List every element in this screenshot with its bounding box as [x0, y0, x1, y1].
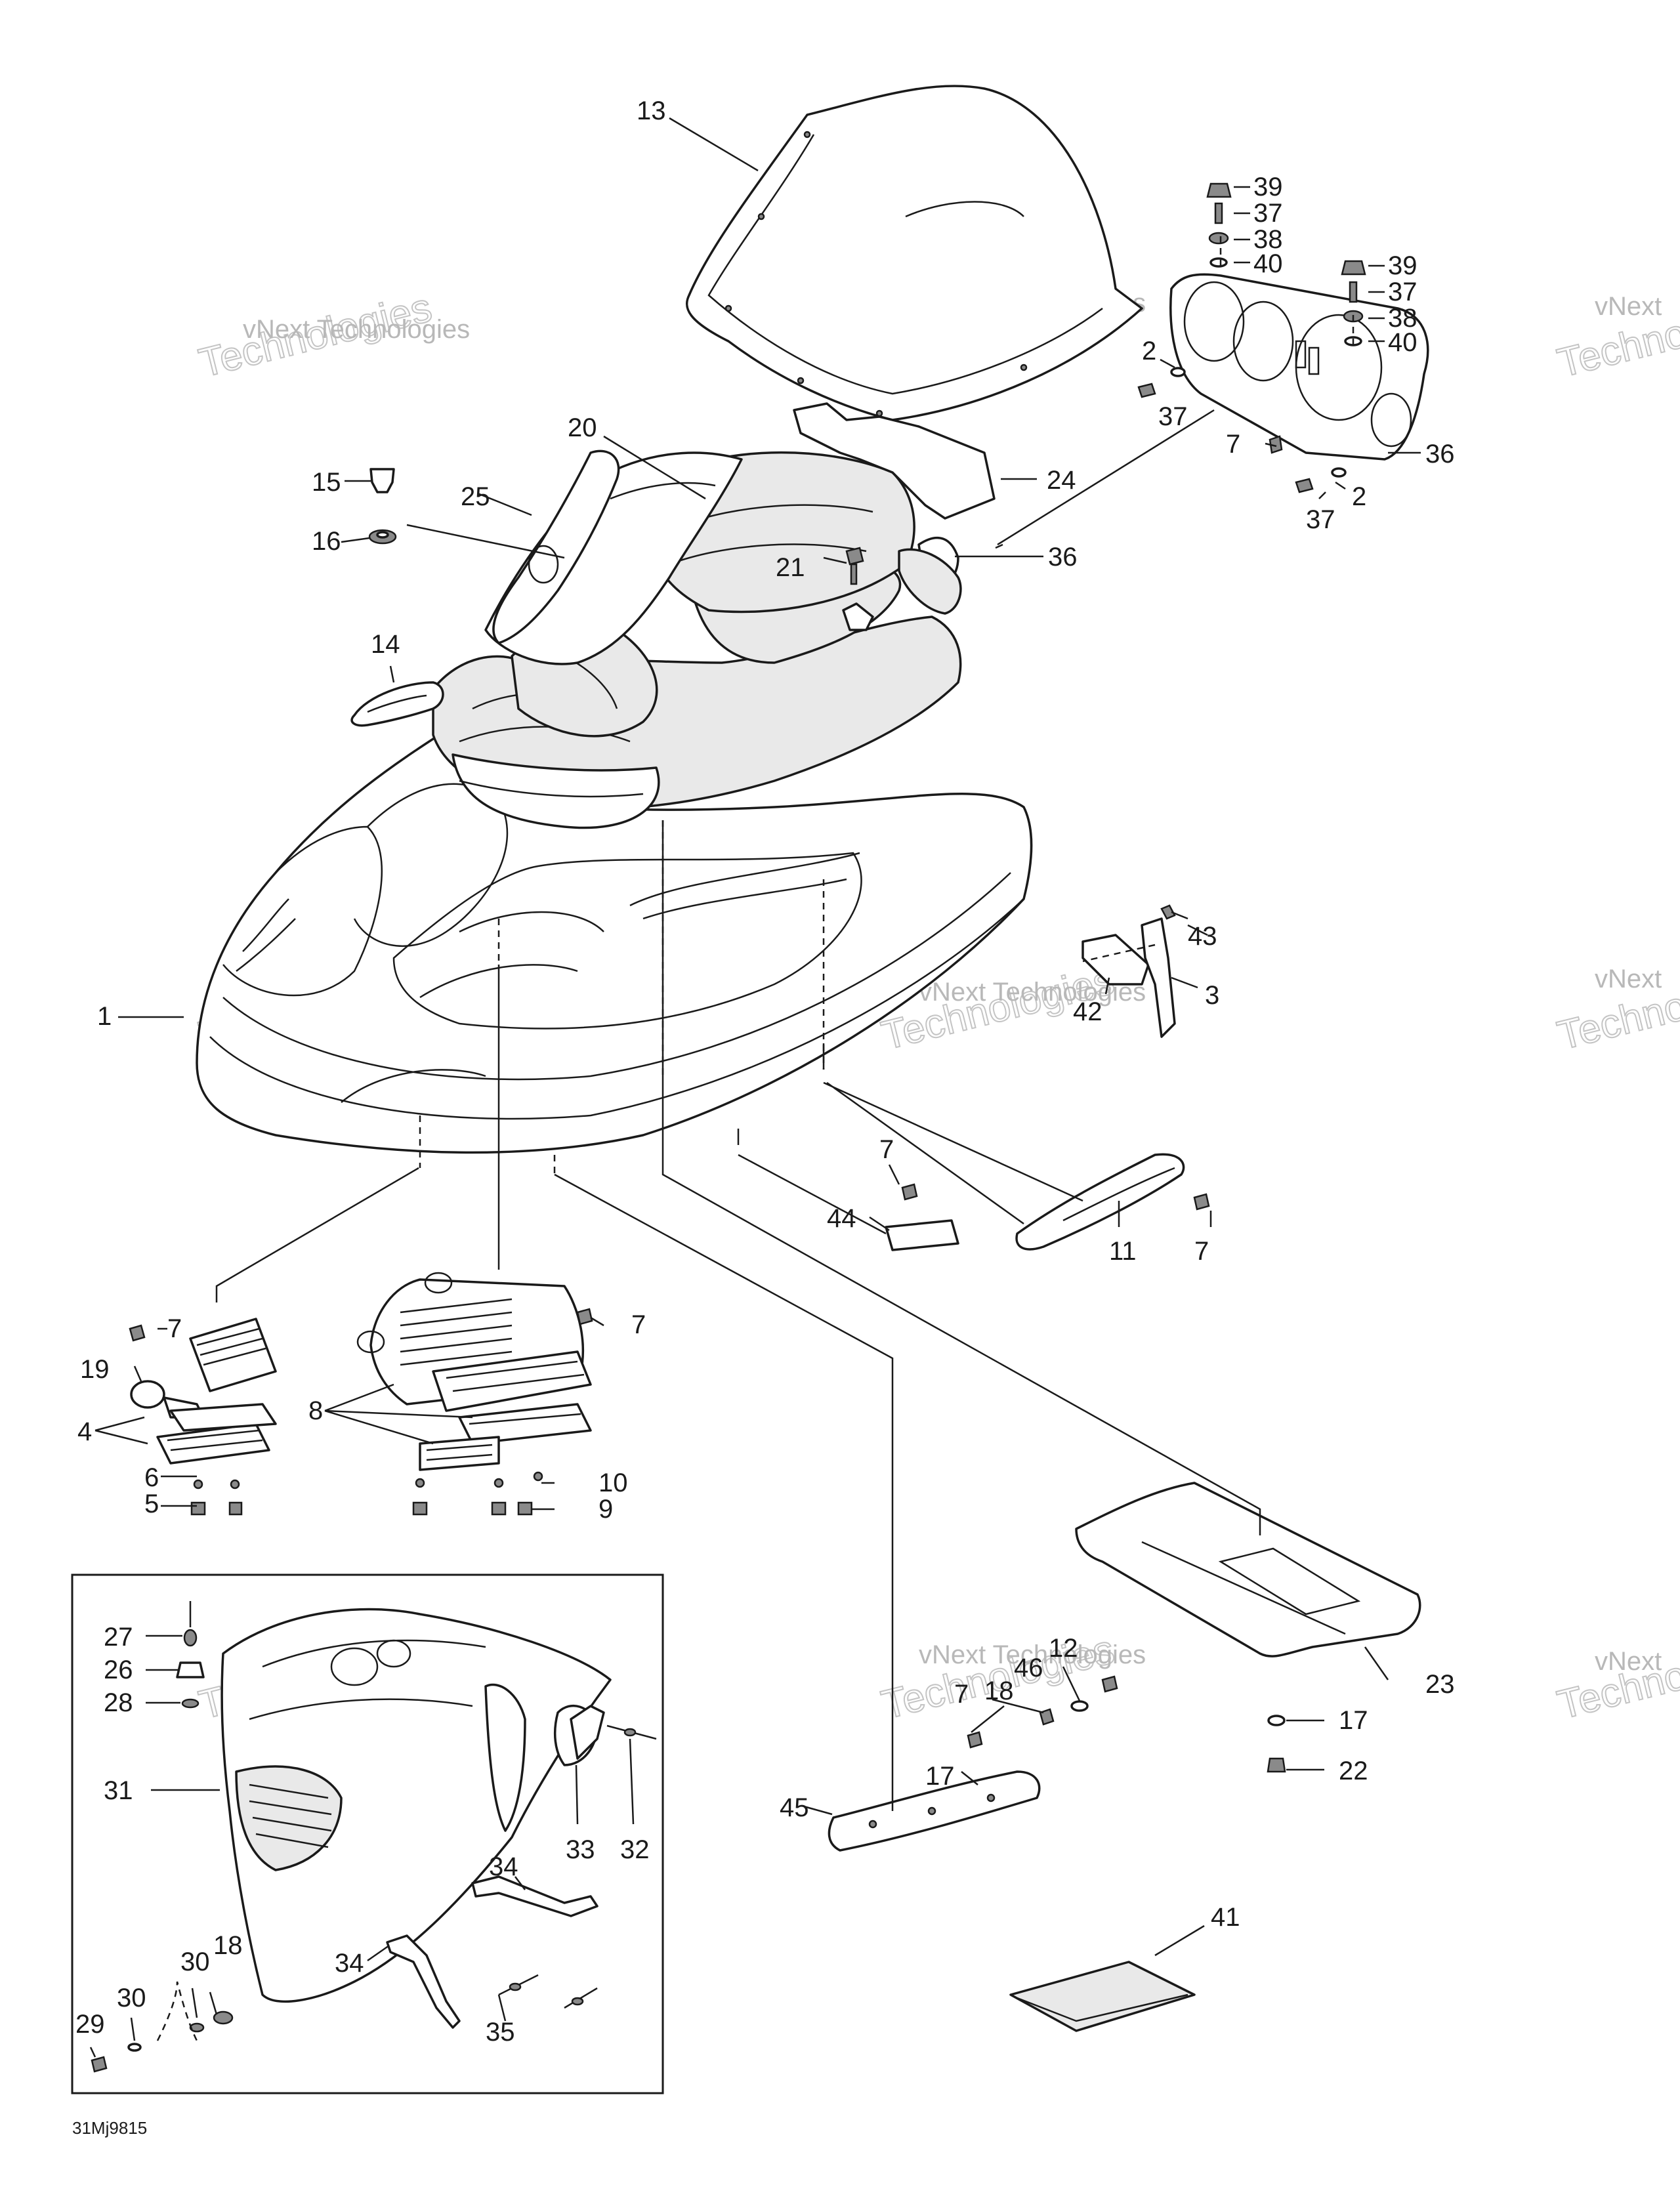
callout-34b: 34	[335, 1949, 364, 1978]
callout-37b: 37	[1388, 278, 1418, 306]
foam-pad-41	[1009, 1961, 1196, 2032]
callout-28: 28	[104, 1688, 133, 1717]
callout-16: 16	[312, 527, 341, 556]
callout-12: 12	[1049, 1634, 1078, 1663]
callout-40b: 40	[1388, 328, 1418, 357]
hood-body-part	[196, 720, 1033, 1154]
callout-36a: 36	[1425, 440, 1455, 469]
windshield-part	[685, 85, 1143, 421]
callout-29: 29	[75, 2010, 105, 2039]
callout-41: 41	[1211, 1903, 1240, 1932]
bracket-3-42-43	[1082, 904, 1188, 1038]
callout-7d: 7	[167, 1314, 182, 1343]
callout-46: 46	[1014, 1654, 1043, 1682]
callout-9: 9	[598, 1495, 613, 1524]
callout-24: 24	[1047, 466, 1076, 495]
callout-21: 21	[776, 553, 805, 582]
callout-15: 15	[312, 468, 341, 497]
hardware-stack-console	[1137, 182, 1366, 493]
hardware-17-22	[1267, 1715, 1286, 1773]
callout-5: 5	[144, 1489, 159, 1518]
callout-38a: 38	[1253, 225, 1283, 254]
callout-11: 11	[1109, 1237, 1137, 1266]
rear-cowl-part	[793, 402, 996, 520]
callout-3: 3	[1205, 981, 1219, 1010]
callout-34a: 34	[489, 1852, 518, 1881]
callout-36b: 36	[1048, 543, 1078, 572]
callout-10: 10	[598, 1468, 628, 1497]
callout-14: 14	[371, 630, 400, 659]
callout-40a: 40	[1253, 249, 1283, 278]
front-fairing-part	[484, 451, 743, 665]
callout-8: 8	[308, 1396, 323, 1425]
callout-labels: 13 39 37 38 40 39 37 38 40 2 37 7 36 2 3…	[75, 96, 1455, 2047]
callout-32: 32	[620, 1835, 650, 1864]
callout-17b: 17	[925, 1762, 955, 1791]
callout-30a: 30	[180, 1947, 210, 1976]
bracket-11	[1015, 1153, 1210, 1251]
callout-45: 45	[780, 1793, 809, 1822]
callout-42: 42	[1073, 997, 1102, 1026]
watermark-big-9: Technologies	[1553, 1627, 1680, 1728]
callout-38b: 38	[1388, 304, 1418, 333]
callout-33: 33	[566, 1835, 595, 1864]
callout-7e: 7	[631, 1310, 646, 1339]
assembly-dash-lines	[419, 236, 1354, 1175]
watermark-8: vNext Technologies	[919, 1640, 1146, 1669]
bracket-45	[828, 1675, 1118, 1852]
watermark-9: vNext	[1595, 1647, 1662, 1676]
callout-7b: 7	[879, 1135, 894, 1164]
callout-39a: 39	[1253, 173, 1283, 201]
callout-26: 26	[104, 1656, 133, 1684]
callout-27: 27	[104, 1623, 133, 1652]
callout-39b: 39	[1388, 251, 1418, 280]
side-louver-19-4	[129, 1318, 277, 1516]
callout-17a: 17	[1339, 1706, 1368, 1735]
callout-37d: 37	[1306, 505, 1335, 534]
callout-6: 6	[144, 1463, 159, 1492]
callout-2a: 2	[1142, 337, 1156, 365]
callout-2b: 2	[1352, 482, 1366, 511]
fastener-21	[842, 547, 874, 631]
callout-35: 35	[486, 2018, 515, 2047]
plate-44	[885, 1183, 959, 1251]
callout-23: 23	[1425, 1670, 1455, 1699]
inset-detail-box	[71, 1573, 664, 2094]
watermark-3: vNext	[1595, 292, 1662, 321]
callout-19: 19	[80, 1355, 110, 1384]
callout-13: 13	[637, 96, 666, 125]
callout-7a: 7	[1226, 430, 1240, 459]
callout-4: 4	[77, 1417, 92, 1446]
gauge-pod-part	[898, 548, 962, 615]
drawing-code: 31Mj9815	[72, 2118, 147, 2138]
callout-22: 22	[1339, 1757, 1368, 1785]
callout-30b: 30	[117, 1984, 146, 2012]
leader-lines	[89, 117, 1421, 2058]
callout-20: 20	[568, 413, 597, 442]
callout-31: 31	[104, 1776, 133, 1805]
air-intake-8	[356, 1272, 593, 1516]
gauge-console-part	[1169, 273, 1429, 461]
callout-37c: 37	[1158, 402, 1188, 431]
plug-15-grommet-16	[368, 468, 397, 545]
callout-7f: 7	[954, 1680, 969, 1709]
callout-44: 44	[827, 1204, 856, 1233]
callout-7c: 7	[1194, 1237, 1209, 1266]
handle-14	[350, 681, 444, 727]
callout-37a: 37	[1253, 199, 1283, 228]
callout-18a: 18	[984, 1677, 1014, 1705]
callout-25: 25	[461, 482, 490, 511]
callout-43: 43	[1188, 922, 1217, 951]
watermark-1: vNext Technologies	[243, 315, 470, 344]
wind-deflector-part	[492, 449, 620, 644]
tray-23	[1075, 1482, 1421, 1657]
watermark-6: vNext	[1595, 965, 1662, 993]
callout-1: 1	[97, 1002, 112, 1031]
callout-18b: 18	[213, 1931, 243, 1960]
